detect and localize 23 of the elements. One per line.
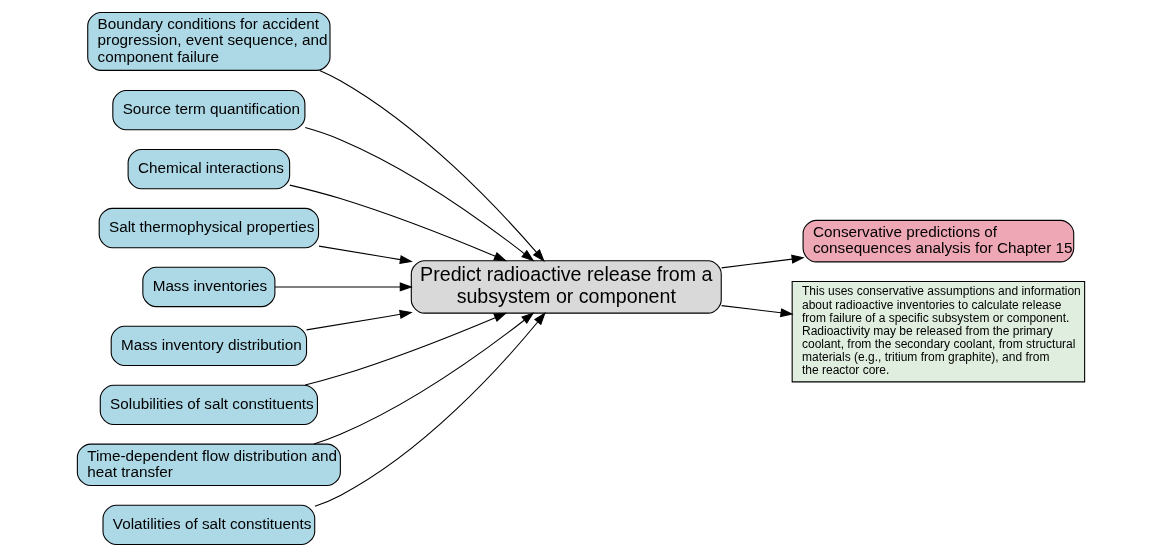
- arrow: [288, 184, 507, 262]
- arrow: [318, 69, 545, 263]
- node-box: Salt thermophysical properties: [98, 207, 319, 249]
- arrow: [274, 282, 413, 292]
- node-box: Source term quantification: [111, 89, 305, 131]
- arrow: [720, 254, 805, 269]
- node-box: Mass inventories: [141, 266, 275, 308]
- arrow: [313, 312, 546, 507]
- arrow: [317, 245, 413, 265]
- node-box: Mass inventory distribution: [110, 325, 307, 367]
- node-box: Predict radioactive release from a subsystem or component: [410, 260, 722, 314]
- node-box: This uses conservative assumptions and information about radioactive inventories to calculate release from failure of a specific subsystem or component. Radioactivity may be released from the primary coolant, from the secondary coolant, from structural materials (e.g., tritium from graphite), and from the reactor core.: [791, 280, 1085, 383]
- node-box: Boundary conditions for accident progression, event sequence, and component failure: [86, 11, 331, 71]
- arrow: [312, 312, 534, 445]
- arrow: [304, 312, 507, 386]
- node-box: Volatilities of salt constituents: [101, 504, 315, 546]
- arrow: [304, 126, 534, 262]
- node-box: Conservative predictions of consequences analysis for Chapter 15: [802, 219, 1074, 263]
- arrow: [720, 305, 794, 318]
- node-box: Chemical interactions: [127, 148, 290, 190]
- arrow: [305, 309, 413, 331]
- node-box: Time-dependent flow distribution and heat transfer: [76, 443, 341, 487]
- node-box: Solubilities of salt constituents: [99, 384, 318, 425]
